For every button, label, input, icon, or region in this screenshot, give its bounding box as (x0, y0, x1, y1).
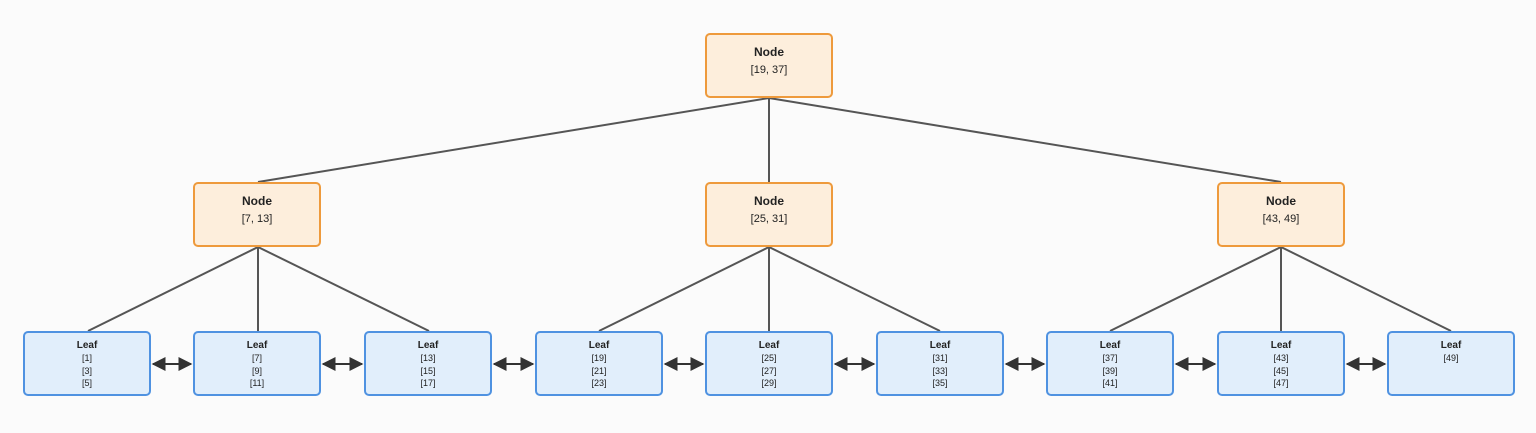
leaf-key: [9] (251, 365, 262, 376)
node-title: Node (754, 194, 784, 208)
leaf-key: [49] (1443, 353, 1459, 363)
leaf-title: Leaf (1099, 340, 1121, 351)
leaf-node-6: Leaf [31] [33] [35] (876, 331, 1004, 396)
leaf-key: [31] (932, 353, 948, 363)
internal-node-2: Node [25, 31] (705, 182, 833, 247)
leaf-key: [13] (420, 353, 436, 363)
child-edge-2-3 (768, 246, 941, 332)
leaf-key: [5] (81, 378, 92, 388)
leaf-key: [29] (761, 378, 777, 388)
node-keys: [25, 31] (750, 213, 788, 225)
leaf-node-9: Leaf [49] (1387, 331, 1515, 396)
internal-node-1: Node [7, 13] (193, 182, 321, 247)
leaf-title: Leaf (1440, 340, 1462, 351)
child-edge-3-1 (1109, 246, 1282, 332)
leaf-key: [43] (1273, 353, 1289, 363)
leaf-title: Leaf (417, 340, 439, 351)
leaf-node-3: Leaf [13] [15] [17] (364, 331, 492, 396)
leaf-key: [45] (1273, 365, 1289, 376)
leaf-node-4: Leaf [19] [21] [23] (535, 331, 663, 396)
leaf-key: [1] (81, 353, 92, 363)
leaf-key: [23] (591, 378, 607, 388)
root-edge-3 (768, 97, 1282, 183)
leaf-title: Leaf (246, 340, 268, 351)
leaf-key: [11] (249, 378, 265, 388)
leaf-key: [35] (932, 378, 948, 388)
leaf-title: Leaf (76, 340, 98, 351)
leaf-node-8: Leaf [43] [45] [47] (1217, 331, 1345, 396)
leaf-key: [27] (761, 365, 777, 376)
leaf-key: [3] (81, 365, 92, 376)
leaf-node-2: Leaf [7] [9] [11] (193, 331, 321, 396)
leaf-key: [41] (1102, 378, 1118, 388)
child-edge-2-1 (598, 246, 770, 332)
child-edge-1-3 (257, 246, 430, 332)
leaf-title: Leaf (758, 340, 780, 351)
leaf-node-1: Leaf [1] [3] [5] (23, 331, 151, 396)
leaf-node-7: Leaf [37] [39] [41] (1046, 331, 1174, 396)
leaf-key: [19] (591, 353, 607, 363)
leaf-node-5: Leaf [25] [27] [29] (705, 331, 833, 396)
leaf-key: [15] (420, 365, 436, 376)
internal-node-3: Node [43, 49] (1217, 182, 1345, 247)
child-edge-1-1 (87, 246, 259, 332)
node-keys: [19, 37] (750, 64, 788, 76)
leaf-title: Leaf (1270, 340, 1292, 351)
leaf-key: [17] (420, 378, 436, 388)
leaf-title: Leaf (588, 340, 610, 351)
leaf-key: [37] (1102, 353, 1118, 363)
leaf-key: [33] (932, 365, 948, 376)
node-title: Node (242, 194, 272, 208)
node-title: Node (754, 45, 784, 59)
root-node: Node [19, 37] (705, 33, 833, 98)
leaf-key: [25] (761, 353, 777, 363)
node-keys: [7, 13] (241, 213, 273, 225)
child-edge-3-3 (1280, 246, 1452, 332)
leaf-key: [47] (1273, 378, 1289, 388)
node-keys: [43, 49] (1262, 213, 1300, 225)
leaf-key: [7] (251, 353, 262, 363)
node-title: Node (1266, 194, 1296, 208)
leaf-key: [39] (1102, 365, 1118, 376)
root-edge-1 (257, 97, 770, 183)
leaf-title: Leaf (929, 340, 951, 351)
leaf-key: [21] (591, 365, 607, 376)
